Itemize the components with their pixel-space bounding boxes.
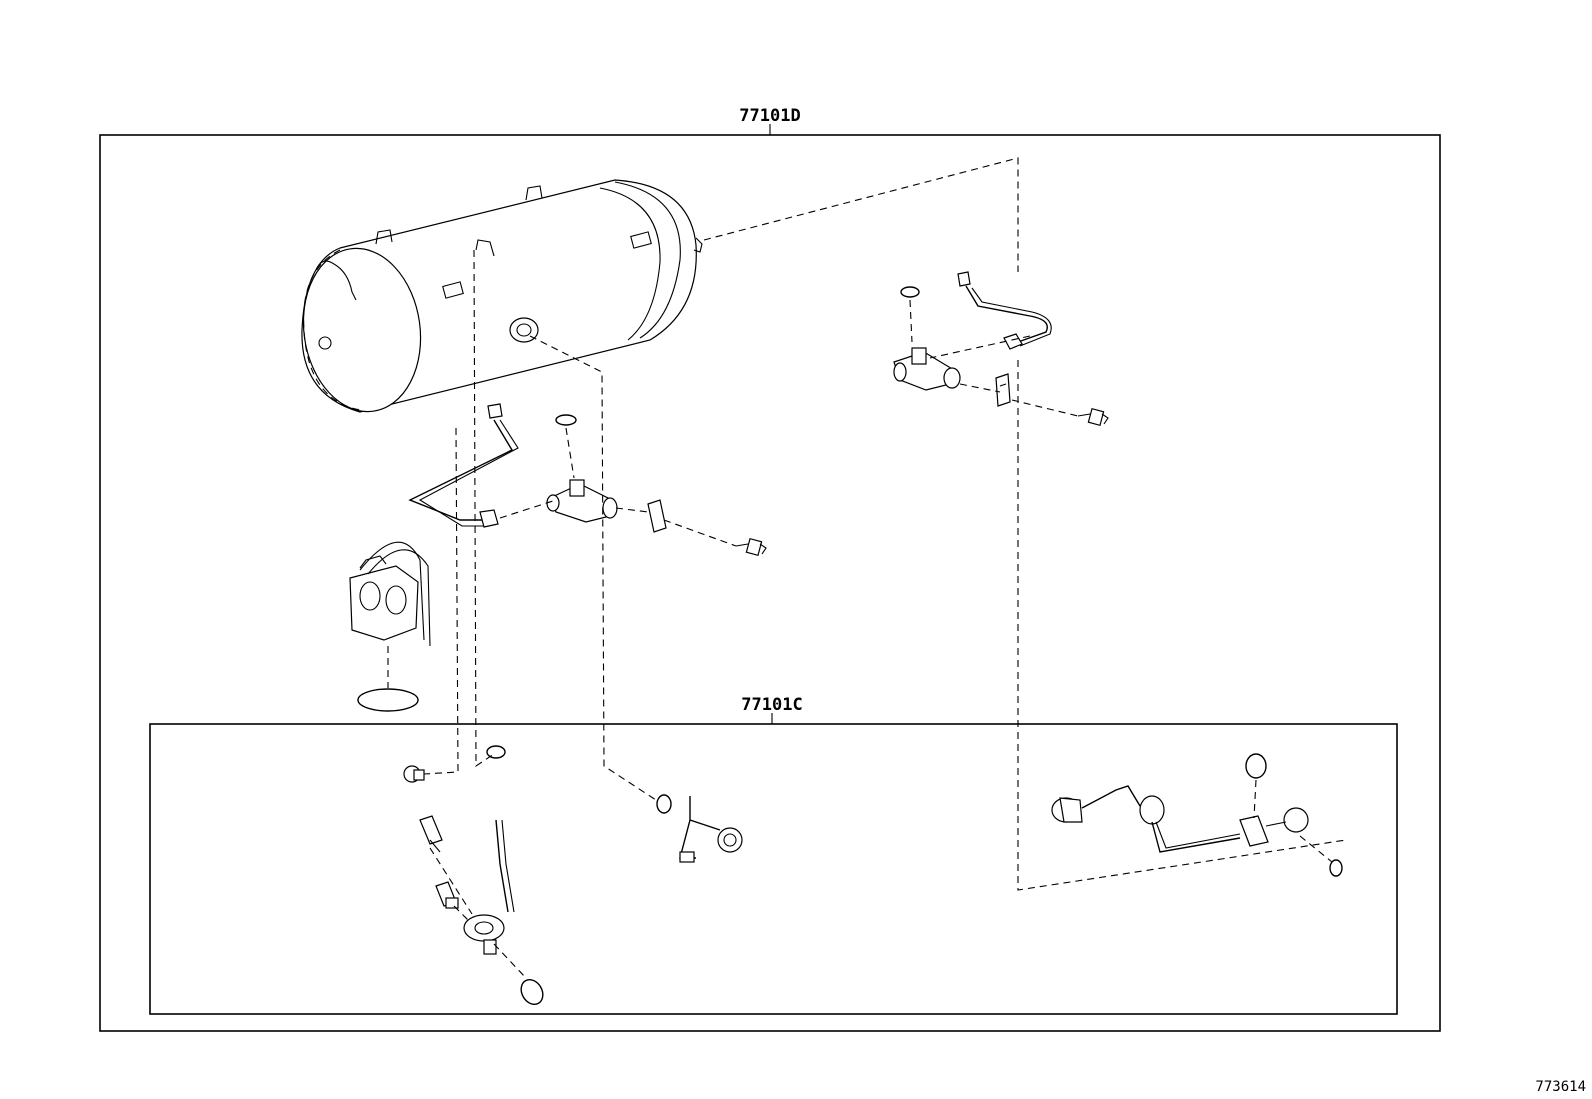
outer-part-number[interactable]: 77101D <box>739 106 800 126</box>
fuel-gauge-sender[interactable] <box>463 819 515 955</box>
gauge-o-ring[interactable] <box>517 976 547 1009</box>
gasket-inner-right-bottom[interactable] <box>1329 859 1343 877</box>
bracket-clip-middle[interactable] <box>647 499 667 533</box>
outer-assembly-frame <box>99 124 1441 1032</box>
fuel-valve-right[interactable] <box>893 347 961 391</box>
fuel-valve-middle[interactable] <box>546 479 618 523</box>
gasket-middle[interactable] <box>555 414 577 426</box>
inner-part-number[interactable]: 77101C <box>741 695 802 715</box>
gasket-inner-middle[interactable] <box>656 794 672 814</box>
illustration-reference: 773614 <box>1535 1079 1586 1095</box>
fuel-tube-middle[interactable] <box>408 403 519 528</box>
fuel-pump-module[interactable] <box>349 541 431 647</box>
sensor-connector-a[interactable] <box>419 815 443 853</box>
fuel-tank[interactable] <box>293 179 703 419</box>
inner-assembly-frame <box>149 713 1398 1015</box>
level-sensor-arm[interactable] <box>679 796 743 863</box>
sensor-connector-b[interactable] <box>435 881 459 909</box>
bolt-middle[interactable] <box>735 537 767 557</box>
fitting-cap-left[interactable] <box>403 765 425 783</box>
bolt-right[interactable] <box>1077 407 1109 427</box>
gasket-inner-right-top[interactable] <box>1245 753 1267 779</box>
leader-lines <box>387 157 1347 979</box>
float-sender-right[interactable] <box>1051 785 1309 853</box>
pump-o-ring[interactable] <box>357 688 419 712</box>
gasket-upper-right[interactable] <box>900 286 920 298</box>
bracket-clip-right[interactable] <box>995 373 1011 407</box>
fuel-tube-right[interactable] <box>957 271 1052 350</box>
gasket-inner-left[interactable] <box>486 745 506 759</box>
